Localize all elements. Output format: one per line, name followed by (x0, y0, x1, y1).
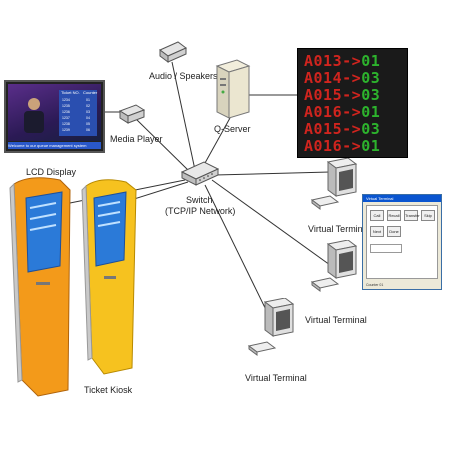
presenter-icon (24, 98, 44, 133)
terminal-input-field[interactable] (370, 244, 402, 253)
switch-label: Switch (186, 195, 213, 205)
link-switch-speakers (171, 61, 196, 171)
board-row: A013->01 (304, 52, 381, 70)
board-row: A015->03 (304, 120, 381, 138)
lcd-cell-counter: 01 (86, 98, 90, 102)
lcd-cell-counter: 06 (86, 128, 90, 132)
q-server-label: Q-Server (214, 124, 251, 134)
lcd-cell-counter: 02 (86, 104, 90, 108)
virtual-terminal-2-icon (310, 240, 358, 292)
orange-kiosk (9, 177, 71, 397)
lcd-cell-counter: 03 (86, 110, 90, 114)
yellow-kiosk (81, 179, 137, 375)
terminal-done-button[interactable]: Done (387, 226, 401, 237)
lcd-header-counter: Counter (83, 90, 98, 95)
lcd-cell-ticket: 1234 (62, 98, 70, 102)
link-switch-terminal-2 (211, 179, 331, 266)
terminal-call-button[interactable]: Call (370, 210, 384, 221)
switch-network-label: (TCP/IP Network) (165, 206, 236, 216)
link-switch-terminal-3 (204, 184, 271, 319)
link-switch-terminal-1 (214, 171, 331, 176)
media-player-label: Media Player (110, 134, 163, 144)
q-server-icon (215, 59, 251, 119)
terminal-transfer-button[interactable]: Transfer (404, 210, 420, 221)
lcd-tv-display: Ticket NO. Counter 1234 01 1235 02 1236 … (4, 80, 105, 153)
lcd-queue-table: Ticket NO. Counter 1234 01 1235 02 1236 … (59, 90, 97, 136)
terminal-next-button[interactable]: Next (370, 226, 384, 237)
terminal-software-window: Virtual Terminal Call Recall Transfer Sk… (362, 194, 442, 290)
lcd-ticker: Welcome to our queue management system (8, 142, 101, 149)
audio-speakers-label: Audio / Speakers (149, 71, 218, 81)
lcd-cell-ticket: 1236 (62, 110, 70, 114)
ticket-kiosk-label: Ticket Kiosk (84, 385, 133, 395)
media-player-icon (118, 104, 146, 124)
terminal-recall-button[interactable]: Recall (387, 210, 401, 221)
board-row: A014->03 (304, 69, 381, 87)
terminal-window-body: Call Recall Transfer Skip Next Done (366, 205, 438, 279)
network-switch-icon (180, 161, 220, 186)
virtual-terminal-1-label: Virtual Terminal (308, 224, 370, 234)
led-display-board: A013->01 A014->03 A015->03 A016->01 A015… (297, 48, 408, 158)
virtual-terminal-1-icon (310, 158, 358, 210)
lcd-cell-ticket: 1237 (62, 116, 70, 120)
lcd-tv-screen: Ticket NO. Counter 1234 01 1235 02 1236 … (8, 84, 101, 141)
lcd-cell-ticket: 1235 (62, 104, 70, 108)
lcd-cell-ticket: 1238 (62, 122, 70, 126)
lcd-cell-counter: 04 (86, 116, 90, 120)
virtual-terminal-2-label: Virtual Terminal (305, 315, 367, 325)
terminal-status-bar: Counter 01 (363, 281, 441, 289)
terminal-skip-button[interactable]: Skip (421, 210, 435, 221)
board-row: A016->01 (304, 137, 381, 155)
board-row: A016->01 (304, 103, 381, 121)
audio-speaker-box-icon (159, 41, 187, 63)
lcd-display-label: LCD Display (26, 167, 77, 177)
lcd-header-ticket: Ticket NO. (61, 90, 80, 95)
lcd-cell-ticket: 1239 (62, 128, 70, 132)
virtual-terminal-3-icon (247, 298, 295, 356)
board-row: A015->03 (304, 86, 381, 104)
link-switch-mediaplayer (134, 117, 191, 173)
lcd-cell-counter: 05 (86, 122, 90, 126)
ticket-kiosks (9, 177, 137, 397)
terminal-window-title: Virtual Terminal (363, 195, 441, 202)
virtual-terminal-3-label: Virtual Terminal (245, 373, 307, 383)
